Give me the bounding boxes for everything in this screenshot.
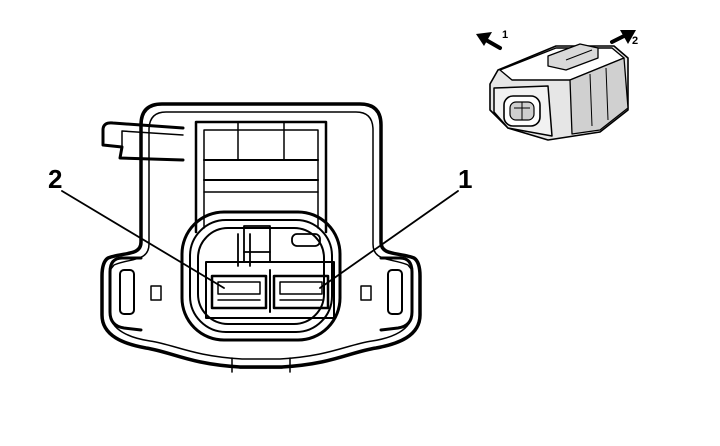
arrow-label-2: 2	[632, 35, 638, 47]
leader-line-2	[61, 190, 225, 289]
connector-face-view	[61, 102, 459, 373]
pin-label-1: 1	[458, 164, 472, 194]
connector-isometric-view	[476, 30, 636, 141]
latch-tab-inner	[121, 130, 184, 148]
pin-label-2: 2	[48, 164, 62, 194]
lock-notch	[237, 121, 285, 161]
latch-tab	[101, 121, 185, 162]
pin-cavity-2	[210, 274, 268, 310]
left-ear	[108, 256, 162, 332]
arrow-direction-2	[610, 30, 636, 44]
iso-side	[569, 57, 629, 135]
leader-line-1	[319, 190, 459, 289]
lock-housing	[194, 120, 328, 234]
bottom-rib	[231, 357, 291, 373]
seal-ring-outer	[180, 210, 342, 342]
arrow-label-1: 1	[502, 29, 508, 41]
arrow-direction-1	[476, 32, 502, 50]
keyway	[237, 225, 321, 267]
right-ear	[360, 256, 414, 332]
outer-shell-inner-line	[109, 111, 413, 360]
seal-ring-middle	[189, 219, 333, 333]
pin-cavity-1	[272, 274, 330, 310]
outer-shell	[100, 102, 422, 369]
